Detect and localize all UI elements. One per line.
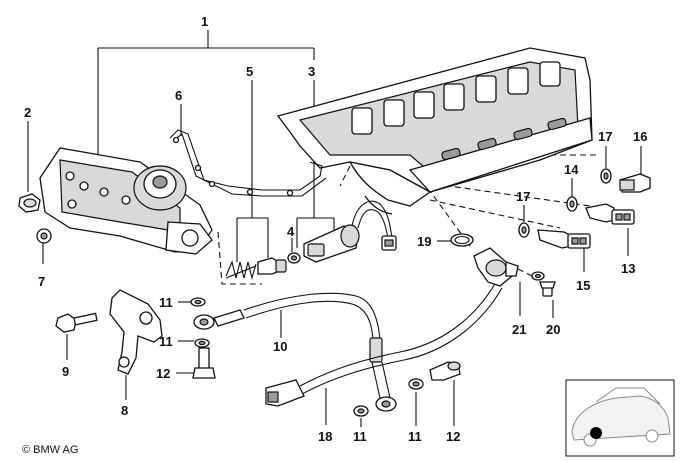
align-dash-6 <box>217 231 262 285</box>
callout-3: 3 <box>308 64 315 79</box>
sealing-washer <box>287 252 301 264</box>
callout-6: 6 <box>175 88 182 103</box>
sensor-washer <box>531 271 545 281</box>
align-dash-7 <box>339 165 351 187</box>
solenoid-valve <box>303 200 397 263</box>
callout-15: 15 <box>576 278 590 293</box>
callout-13: 13 <box>621 261 635 276</box>
small-plug <box>36 228 52 244</box>
copyright-notice: © BMW AG <box>22 444 79 456</box>
callout-4: 4 <box>287 224 295 239</box>
washer-14 <box>566 196 578 212</box>
gasket <box>169 129 327 197</box>
mounting-bracket <box>109 289 163 375</box>
location-dot-icon <box>590 427 602 439</box>
camshaft-sensor <box>473 247 519 287</box>
callout-11-lower: 11 <box>159 334 173 349</box>
spring-and-plunger <box>225 257 287 281</box>
leader-lines <box>27 30 642 427</box>
callout-2: 2 <box>24 105 31 120</box>
callout-11-bottom-left: 11 <box>353 429 367 444</box>
sensor-15 <box>537 229 591 249</box>
callout-12-bottom: 12 <box>446 429 460 444</box>
o-ring <box>450 233 474 247</box>
callout-16: 16 <box>633 129 647 144</box>
callout-8: 8 <box>121 403 128 418</box>
callout-20: 20 <box>546 322 560 337</box>
callout-17-upper: 17 <box>598 129 612 144</box>
oil-line-long <box>265 281 503 412</box>
vanos-housing <box>39 147 213 255</box>
sensor-13 <box>585 203 635 225</box>
callout-12-left: 12 <box>156 366 170 381</box>
align-dash-3 <box>429 199 561 229</box>
washer-bottom-left <box>353 405 369 417</box>
washer-upper <box>190 297 206 307</box>
vehicle-inset <box>565 379 675 457</box>
washer-17-upper <box>600 168 612 184</box>
callout-11-bottom-right: 11 <box>408 429 422 444</box>
plug-bolt <box>18 193 41 213</box>
hex-bolt-left <box>55 312 98 333</box>
wheel-icon <box>645 429 659 443</box>
oil-line-short <box>193 292 381 341</box>
washer-lower <box>194 338 210 348</box>
callout-9: 9 <box>62 364 69 379</box>
align-dash-5 <box>499 259 541 281</box>
callout-14: 14 <box>564 162 579 177</box>
callout-11-upper: 11 <box>159 295 173 310</box>
callout-10: 10 <box>273 339 287 354</box>
washer-17-lower <box>518 222 530 238</box>
banjo-bolt-bottom <box>429 361 461 381</box>
callout-1: 1 <box>201 14 208 29</box>
cylinder-head-cover <box>276 47 593 215</box>
sensor-bolt <box>539 281 556 297</box>
washer-bottom-right <box>408 378 424 390</box>
banjo-bolt-left <box>192 347 216 379</box>
callout-labels: 1 2 3 4 5 6 7 8 9 10 11 11 11 11 12 12 1… <box>24 14 647 444</box>
callout-5: 5 <box>246 64 253 79</box>
sender-16 <box>619 173 651 193</box>
callout-21: 21 <box>512 322 526 337</box>
callout-7: 7 <box>38 274 45 289</box>
align-dash-2 <box>434 183 591 207</box>
callout-17-lower: 17 <box>516 189 530 204</box>
callout-18: 18 <box>318 429 332 444</box>
callout-19: 19 <box>417 234 431 249</box>
